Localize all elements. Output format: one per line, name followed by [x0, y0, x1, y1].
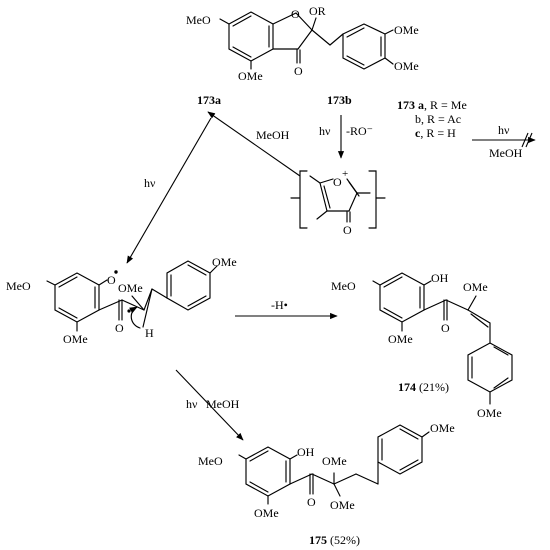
c175-ome-1-label: OMe: [322, 454, 347, 468]
c174-yield: (21%): [419, 380, 449, 394]
cation-charge-label: +: [342, 168, 348, 180]
c175-yield: (52%): [330, 533, 360, 547]
c173-series-row-a: 173 a, R = Me: [397, 98, 467, 112]
arrow-175-meoh-label: MeOH: [206, 397, 240, 411]
arrow-174-h-label: -H•: [271, 298, 288, 312]
arrow-175-hv-label: hν: [186, 397, 198, 411]
c173-series-id: 173 a: [397, 98, 424, 112]
arrow-cation-hv-label: hν: [319, 124, 331, 138]
arrow-blocked-meoh-label: MeOH: [489, 146, 523, 160]
c174-oh-label: OH: [431, 271, 449, 285]
radical-alpha-ome-label: OMe: [118, 281, 143, 295]
c175-phenol-ring: [245, 446, 291, 497]
c173-series-row-c: c, R = H: [415, 126, 456, 140]
radical-meo-label: MeO: [6, 279, 31, 293]
c174-alpha-ome-label: OMe: [463, 280, 488, 294]
arrow-to-174: -H•: [235, 298, 338, 320]
c173-ring-oxygen-label: O: [291, 7, 300, 21]
radical-ome-bottom-label: OMe: [63, 332, 88, 346]
radical-phenoxyl-oxygen-label: O: [107, 273, 116, 287]
cation-ketone-oxygen-label: O: [343, 223, 352, 237]
arrow-to-175: hν MeOH: [175, 369, 244, 441]
c173-ketone-oxygen-label: O: [294, 64, 303, 78]
c174-phenol-ring: [379, 272, 425, 323]
c174-ketone-oxygen-label: O: [441, 321, 450, 335]
c174-caption: 174(21%): [398, 380, 449, 394]
c175-meo-label: MeO: [198, 454, 223, 468]
c173-series-b: b, R = Ac: [415, 112, 461, 126]
c175-oh-label: OH: [297, 445, 315, 459]
c173-or-label: OR: [309, 4, 326, 18]
cation-oxygen-label: O: [333, 175, 342, 189]
arrow-to-173a: MeOH: [207, 111, 301, 177]
c175-caption: 175(52%): [309, 533, 360, 547]
arrow-173a-meoh-label: MeOH: [256, 128, 290, 142]
c175-ketone-oxygen-label: O: [307, 495, 316, 509]
carbon-radical-dot: [127, 309, 131, 313]
c173-meta-ome-label: OMe: [394, 59, 419, 73]
c174-aryl-ome-label: OMe: [477, 406, 502, 420]
c173-ome-bottom-label: OMe: [238, 69, 263, 83]
arrow-cation-ro-label: -RO⁻: [346, 124, 373, 138]
c174-meo-label: MeO: [331, 279, 356, 293]
radical-phenol-ring: [54, 272, 100, 323]
c173a-id-label: 173a: [197, 93, 221, 107]
compound-175: MeO OH OMe OMe OMe O OMe 175(52%): [198, 421, 455, 547]
c174-aryl-ring: [467, 342, 513, 393]
c173-series-a: , R = Me: [424, 98, 467, 112]
phenoxyl-radical-dot: [114, 270, 118, 274]
c173-meo-label: MeO: [186, 13, 211, 27]
arrow-to-radical: hν: [126, 117, 212, 264]
c175-aryl-ome-label: OMe: [430, 421, 455, 435]
radical-aryl-ome-label: OMe: [212, 255, 237, 269]
c173-series-c-id: c: [415, 126, 421, 140]
compound-174: MeO OH OMe OMe O OMe 174(21%): [331, 271, 513, 420]
arrow-to-cation: hν -RO⁻: [319, 115, 373, 159]
dimethoxyphenyl-ring: [342, 23, 386, 70]
c174-id: 174: [398, 380, 416, 394]
c175-ome-2-label: OMe: [330, 498, 355, 512]
cation-intermediate: O + O: [290, 168, 386, 237]
radical-hydrogen-label: H: [145, 326, 154, 340]
c173-para-ome-label: OMe: [394, 23, 419, 37]
arrow-blocked-reaction: hν MeOH: [472, 123, 536, 160]
compound-173: MeO OMe O O OR OMe OMe 173b 173 a, R = M…: [186, 4, 467, 140]
c175-aryl-ring: [377, 424, 423, 475]
c175-ome-bottom-label: OMe: [254, 506, 279, 520]
radical-ketone-oxygen-label: O: [115, 321, 124, 335]
c175-id: 175: [309, 533, 327, 547]
radical-aryl-ring: [166, 260, 211, 311]
c173b-id-label: 173b: [327, 93, 352, 107]
radical-intermediate: MeO O OMe O OMe H OMe: [6, 255, 237, 346]
arrow-radical-hv-label: hν: [144, 176, 156, 190]
c173-series-c: , R = H: [420, 126, 456, 140]
arrow-blocked-hv-label: hν: [498, 123, 510, 137]
c174-ome-bottom-label: OMe: [388, 332, 413, 346]
benzofuranone-benzene-ring: [228, 11, 274, 62]
